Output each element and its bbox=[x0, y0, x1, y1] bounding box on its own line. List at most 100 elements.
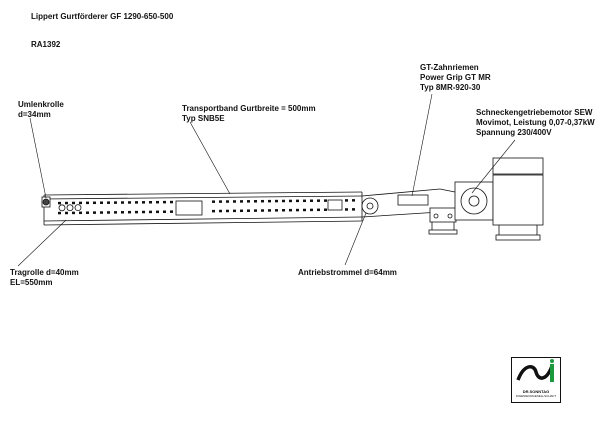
tail-pulley bbox=[41, 196, 51, 208]
frame-slot bbox=[289, 208, 292, 212]
frame-slot bbox=[86, 211, 89, 214]
frame-slot bbox=[107, 201, 110, 204]
frame-slot bbox=[352, 208, 355, 211]
frame-slot bbox=[254, 200, 257, 203]
frame-slot bbox=[303, 199, 306, 203]
frame-slot bbox=[317, 199, 320, 202]
frame-slot bbox=[240, 209, 243, 213]
frame-slot bbox=[324, 199, 327, 202]
frame-slot bbox=[296, 208, 299, 212]
frame-slot bbox=[142, 201, 145, 204]
drawing-title: Lippert Gurtförderer GF 1290-650-500 bbox=[31, 12, 174, 21]
frame-slot bbox=[289, 199, 292, 203]
frame-slot bbox=[149, 210, 152, 214]
idler-roller bbox=[74, 204, 82, 212]
label-transportband: Transportband Gurtbreite = 500mm Typ SNB… bbox=[182, 104, 316, 123]
frame-slot bbox=[310, 199, 313, 202]
frame-slot bbox=[268, 199, 271, 203]
conveyor-frame bbox=[43, 191, 363, 226]
logo-accent-bar bbox=[550, 364, 554, 382]
frame-slot bbox=[135, 210, 138, 214]
frame-slot bbox=[247, 200, 250, 203]
frame-slot bbox=[79, 201, 82, 205]
frame-slot bbox=[114, 211, 117, 214]
frame-slot bbox=[128, 210, 131, 214]
frame-slot bbox=[303, 208, 306, 212]
frame-slot bbox=[324, 208, 327, 211]
frame-slot bbox=[254, 209, 257, 212]
logo-mark-icon bbox=[516, 359, 554, 382]
frame-slot bbox=[170, 210, 173, 213]
frame-slot bbox=[58, 211, 61, 215]
frame-slot bbox=[142, 210, 145, 214]
inspection-cover bbox=[175, 200, 203, 216]
frame-slot bbox=[121, 201, 124, 204]
frame-slot bbox=[296, 199, 299, 203]
label-umlenkrolle: Umlenkrolle d=34mm bbox=[18, 100, 64, 119]
frame-slot bbox=[233, 200, 236, 203]
frame-slot bbox=[72, 201, 75, 205]
frame-slot bbox=[93, 211, 96, 214]
frame-slot bbox=[100, 211, 103, 214]
frame-slot bbox=[135, 201, 138, 204]
frame-slot bbox=[282, 199, 285, 203]
frame-slot bbox=[268, 209, 271, 212]
frame-slot bbox=[107, 211, 110, 214]
frame-slot bbox=[219, 200, 222, 203]
frame-slot bbox=[233, 209, 236, 213]
frame-slot bbox=[65, 201, 68, 205]
frame-slot bbox=[261, 199, 264, 203]
logo-s-curve bbox=[516, 365, 554, 381]
gear-motor bbox=[454, 157, 544, 241]
label-motor: Schneckengetriebemotor SEW Movimot, Leis… bbox=[476, 108, 595, 137]
frame-slot bbox=[156, 210, 159, 214]
idler-roller bbox=[58, 204, 66, 212]
frame-slot bbox=[170, 200, 173, 204]
frame-slot bbox=[163, 200, 166, 204]
frame-slot bbox=[65, 211, 68, 215]
frame-slot bbox=[86, 201, 89, 205]
frame-slot bbox=[261, 209, 264, 212]
frame-slot bbox=[156, 200, 159, 204]
frame-slot bbox=[310, 208, 313, 212]
logo-accent-dot bbox=[550, 359, 554, 363]
frame-slot bbox=[275, 209, 278, 212]
frame-slot bbox=[212, 200, 215, 203]
frame-slot bbox=[72, 211, 75, 215]
frame-slot bbox=[58, 201, 61, 205]
frame-slot bbox=[226, 209, 229, 213]
label-tragrolle: Tragrolle d=40mm EL=550mm bbox=[10, 268, 79, 287]
drawing-number: RA1392 bbox=[31, 40, 61, 49]
company-logo: DR.SONNTAG INGENIEURGESELLSCHAFT bbox=[511, 357, 561, 403]
frame-slot bbox=[275, 199, 278, 203]
frame-slot bbox=[345, 208, 348, 211]
frame-slot-pattern bbox=[58, 199, 355, 215]
drive-pulley bbox=[361, 197, 379, 215]
frame-slot bbox=[93, 201, 96, 205]
frame-slot bbox=[100, 201, 103, 204]
frame-slot bbox=[149, 201, 152, 204]
frame-slot bbox=[240, 200, 243, 203]
frame-slot bbox=[345, 199, 348, 202]
frame-slot bbox=[247, 209, 250, 212]
idler-roller bbox=[66, 204, 74, 212]
frame-slot bbox=[282, 209, 285, 212]
frame-slot bbox=[352, 199, 355, 202]
logo-brand: DR.SONNTAG bbox=[522, 389, 550, 394]
frame-slot bbox=[121, 211, 124, 214]
label-zahnriemen: GT-Zahnriemen Power Grip GT MR Typ 8MR-9… bbox=[420, 63, 491, 92]
frame-slot bbox=[317, 208, 320, 212]
label-antriebstrommel: Antriebstrommel d=64mm bbox=[298, 268, 397, 277]
drive-housing bbox=[361, 188, 458, 235]
frame-slot bbox=[128, 201, 131, 204]
logo-subtitle: INGENIEURGESELLSCHAFT bbox=[515, 394, 557, 398]
frame-slot bbox=[219, 209, 222, 213]
frame-slot bbox=[163, 210, 166, 214]
leader-lines bbox=[17, 93, 516, 267]
frame-slot bbox=[212, 209, 215, 213]
frame-slot bbox=[114, 201, 117, 204]
idler-rollers bbox=[58, 204, 82, 212]
frame-slot bbox=[79, 211, 82, 215]
frame-slot bbox=[226, 200, 229, 203]
